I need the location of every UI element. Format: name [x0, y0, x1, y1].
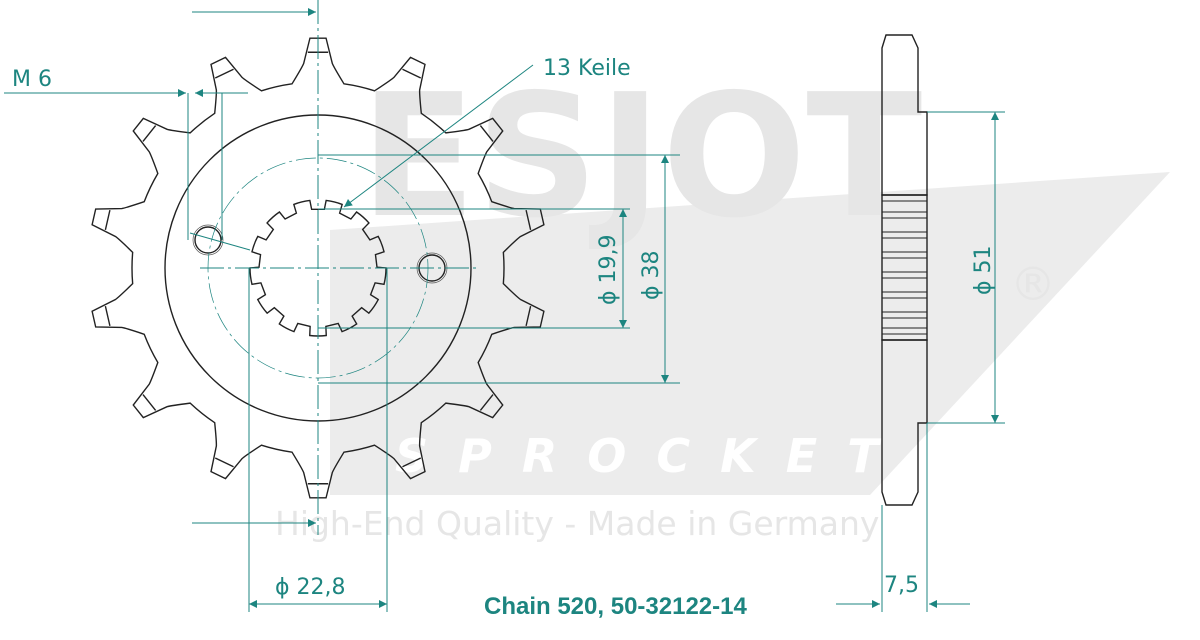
watermark-brand: ESJOT [360, 58, 922, 256]
d51-label: ϕ 51 [971, 246, 996, 296]
thickness-label: 7,5 [884, 573, 919, 598]
watermark-tagline: High-End Quality - Made in Germany [275, 504, 879, 543]
bolt-hole-left-thread [192, 224, 224, 256]
tooth-tip-line [525, 209, 532, 231]
part-caption: Chain 520, 50-32122-14 [484, 593, 747, 620]
side-lower-section [881, 339, 928, 506]
tooth-tip-line [402, 457, 422, 468]
watermark-band [330, 172, 1170, 495]
side-bore-section [881, 194, 928, 341]
side-spline-grooves [881, 194, 928, 341]
sprocket-side-view: ϕ 51 7,5 [836, 34, 1005, 612]
bolt-hole-left [194, 226, 222, 254]
front-dimensions: M 6 13 Keile ϕ 38 ϕ 19,9 ϕ 22,8 [4, 8, 680, 612]
splines-leader [343, 64, 534, 208]
watermark: ESJOT ® SPROCKET High-End Quality - Made… [275, 58, 1170, 543]
tooth-tip-line [525, 305, 532, 327]
tooth-tip-line [104, 305, 111, 327]
d199-label: ϕ 19,9 [596, 235, 621, 306]
tooth-tip-line [104, 209, 111, 231]
sprocket-front-view [91, 0, 545, 535]
tooth-tip-line [142, 394, 157, 411]
tooth-tip-line [214, 68, 234, 79]
tooth-tip-line [479, 394, 494, 411]
tooth-tip-line [402, 68, 422, 79]
tooth-tip-line [214, 457, 234, 468]
d38-label: ϕ 38 [639, 251, 664, 301]
watermark-sub: SPROCKET [395, 429, 909, 483]
spline-bore [249, 199, 387, 337]
watermark-registered: ® [1010, 257, 1056, 311]
d228-label: ϕ 22,8 [275, 575, 346, 600]
sprocket-teeth-outline [91, 37, 545, 499]
splines-label: 13 Keile [543, 56, 631, 81]
hole-centerline [189, 232, 251, 251]
thread-label: M 6 [12, 67, 52, 92]
tooth-tip-line [479, 125, 494, 142]
tooth-tip-line [142, 125, 157, 142]
tooth-tip-lines [104, 51, 532, 485]
